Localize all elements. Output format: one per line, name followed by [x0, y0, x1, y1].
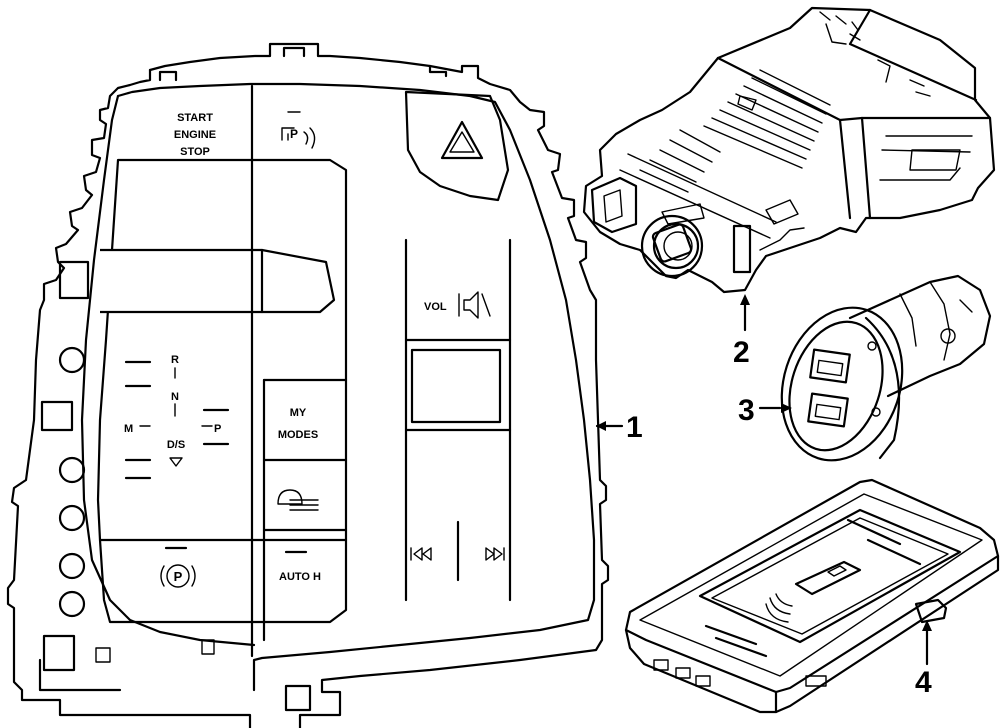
leader-arrow-1 — [596, 421, 606, 431]
start-label-line1: START — [177, 112, 213, 124]
parking-brake-icon: P — [160, 564, 196, 588]
park-assist-icon: P — [281, 111, 316, 149]
wireless-charger — [624, 478, 1000, 714]
svg-text:P: P — [174, 569, 183, 584]
vol-label: VOL — [424, 301, 447, 313]
usb-port-icon — [807, 348, 851, 428]
control-module — [582, 6, 996, 294]
callout-1: 1 — [626, 411, 643, 444]
gear-ds: D/S — [167, 439, 185, 451]
drive-mode-icon — [277, 489, 319, 511]
my-modes-line1: MY — [290, 407, 307, 419]
callout-4: 4 — [915, 666, 932, 699]
auto-h-label: AUTO H — [279, 571, 321, 583]
gear-n: N — [171, 391, 179, 403]
start-label-line3: STOP — [180, 146, 210, 158]
start-label-line2: ENGINE — [174, 129, 216, 141]
gear-r: R — [171, 354, 179, 366]
svg-text:P: P — [290, 127, 298, 141]
leader-arrow-4 — [922, 620, 932, 631]
mute-icon — [458, 291, 491, 319]
my-modes-line2: MODES — [278, 429, 318, 441]
skip-back-icon — [410, 547, 432, 561]
callout-3: 3 — [738, 394, 755, 427]
callout-2: 2 — [733, 336, 750, 369]
leader-arrow-2 — [740, 294, 750, 305]
gear-m: M — [124, 423, 133, 435]
hazard-icon — [440, 120, 484, 160]
console-control-panel: START ENGINE STOP P VOL — [6, 42, 610, 728]
leader-arrow-3 — [781, 403, 792, 413]
wireless-charge-icon — [765, 560, 862, 623]
skip-forward-icon — [485, 547, 505, 561]
gear-p: P — [214, 423, 221, 435]
usb-charger — [780, 274, 992, 462]
